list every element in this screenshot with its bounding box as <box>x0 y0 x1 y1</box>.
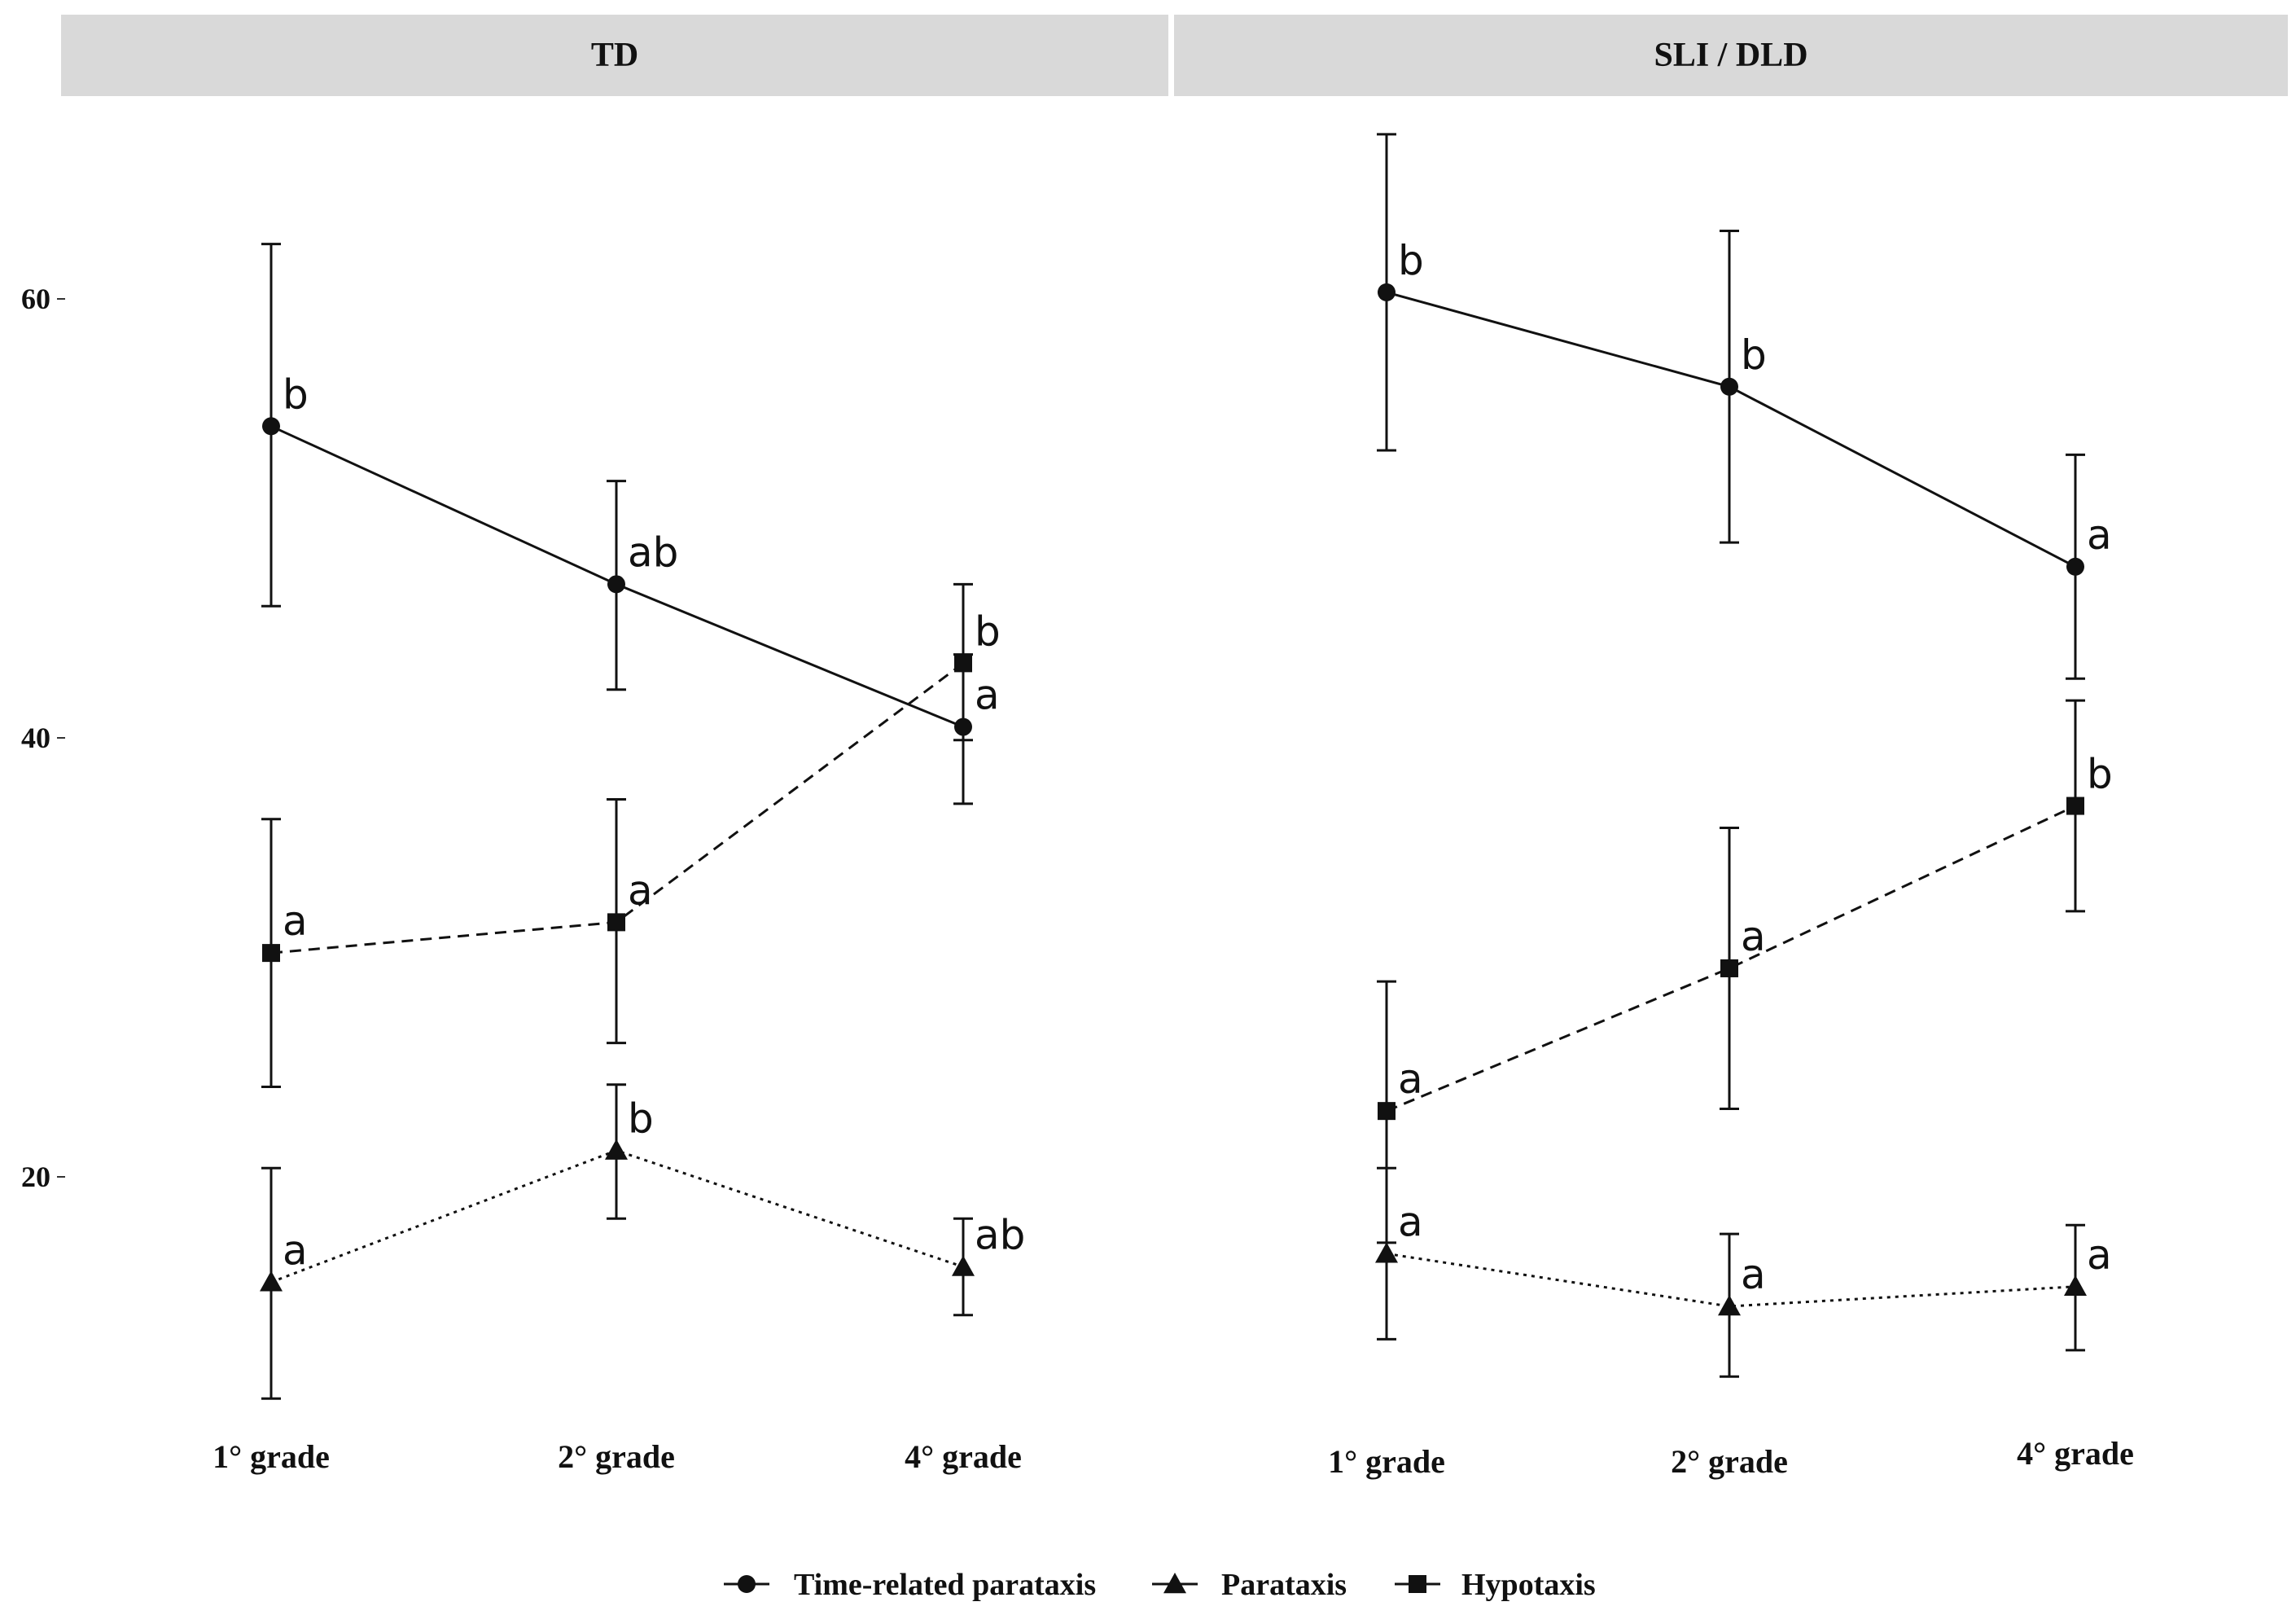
significance-letter-td-time-related-parataxis-2: ab <box>628 529 678 576</box>
category-label-td-2: 2° grade <box>558 1438 675 1475</box>
point-sli-dld-parataxis-3 <box>2064 1275 2087 1296</box>
point-sli-dld-parataxis-1 <box>1375 1242 1398 1263</box>
series-line-sli-dld-hypotaxis <box>1386 805 2076 1113</box>
chart-legend: Time-related parataxis Parataxis Hypotax… <box>724 1568 1596 1602</box>
significance-letter-sli-dld-parataxis-3: a <box>2087 1231 2112 1279</box>
significance-letter-sli-dld-parataxis-1: a <box>1398 1198 1423 1245</box>
y-tick-label-60: 60 <box>21 283 50 315</box>
point-td-parataxis-3 <box>952 1255 975 1276</box>
significance-letter-td-hypotaxis-3: b <box>975 608 1001 655</box>
significance-letter-sli-dld-time-related-parataxis-1: b <box>1398 237 1424 284</box>
legend-key-marker-time-related-parataxis <box>738 1575 756 1593</box>
significance-letter-sli-dld-parataxis-2: a <box>1741 1251 1766 1298</box>
point-td-time-related-parataxis-2 <box>607 575 625 594</box>
legend-label-parataxis: Parataxis <box>1221 1568 1347 1602</box>
significance-letter-td-parataxis-2: b <box>628 1095 654 1143</box>
strip-sli-background <box>1174 15 2288 96</box>
significance-letter-td-parataxis-3: ab <box>975 1211 1025 1258</box>
legend-key-marker-parataxis <box>1163 1573 1186 1594</box>
series-line-sli-dld-parataxis <box>1386 1252 2076 1308</box>
point-td-hypotaxis-2 <box>607 913 625 932</box>
significance-letter-sli-dld-time-related-parataxis-2: b <box>1741 331 1767 379</box>
point-td-parataxis-2 <box>605 1139 628 1160</box>
significance-letter-sli-dld-hypotaxis-1: a <box>1398 1055 1423 1103</box>
y-tick-label-20: 20 <box>21 1161 50 1193</box>
category-label-sli-dld-1: 1° grade <box>1328 1443 1445 1480</box>
significance-letter-td-hypotaxis-2: a <box>628 867 653 914</box>
category-label-td-3: 4° grade <box>905 1438 1022 1475</box>
point-sli-dld-time-related-parataxis-2 <box>1720 377 1738 396</box>
strip-td-background <box>61 15 1168 96</box>
legend-key-marker-hypotaxis <box>1409 1575 1426 1593</box>
category-label-td-1: 1° grade <box>213 1438 330 1475</box>
point-td-parataxis-1 <box>260 1270 283 1292</box>
significance-letter-sli-dld-time-related-parataxis-3: a <box>2087 511 2112 559</box>
point-td-hypotaxis-1 <box>262 944 280 963</box>
point-sli-dld-hypotaxis-2 <box>1720 959 1738 977</box>
significance-letter-td-parataxis-1: a <box>283 1227 308 1274</box>
significance-letter-sli-dld-hypotaxis-3: b <box>2087 751 2113 798</box>
point-sli-dld-time-related-parataxis-1 <box>1378 283 1396 301</box>
point-td-hypotaxis-3 <box>954 654 972 673</box>
legend-label-time-related-parataxis: Time-related parataxis <box>794 1568 1096 1602</box>
significance-letter-td-time-related-parataxis-3: a <box>975 672 1000 719</box>
legend-label-hypotaxis: Hypotaxis <box>1461 1568 1596 1602</box>
significance-letter-sli-dld-hypotaxis-2: a <box>1741 913 1766 960</box>
significance-letter-td-hypotaxis-1: a <box>283 897 308 945</box>
point-sli-dld-parataxis-2 <box>1718 1295 1741 1316</box>
point-sli-dld-hypotaxis-1 <box>1378 1102 1396 1121</box>
point-sli-dld-hypotaxis-3 <box>2066 797 2084 815</box>
strip-label-td: TD <box>591 37 638 74</box>
strip-label-sli-dld: SLI / DLD <box>1654 37 1807 74</box>
point-sli-dld-time-related-parataxis-3 <box>2066 557 2084 576</box>
category-label-sli-dld-3: 4° grade <box>2017 1435 2134 1472</box>
significance-letter-td-time-related-parataxis-1: b <box>283 371 309 418</box>
category-label-sli-dld-2: 2° grade <box>1671 1443 1788 1480</box>
point-td-time-related-parataxis-1 <box>262 417 280 436</box>
y-tick-label-40: 40 <box>21 722 50 754</box>
